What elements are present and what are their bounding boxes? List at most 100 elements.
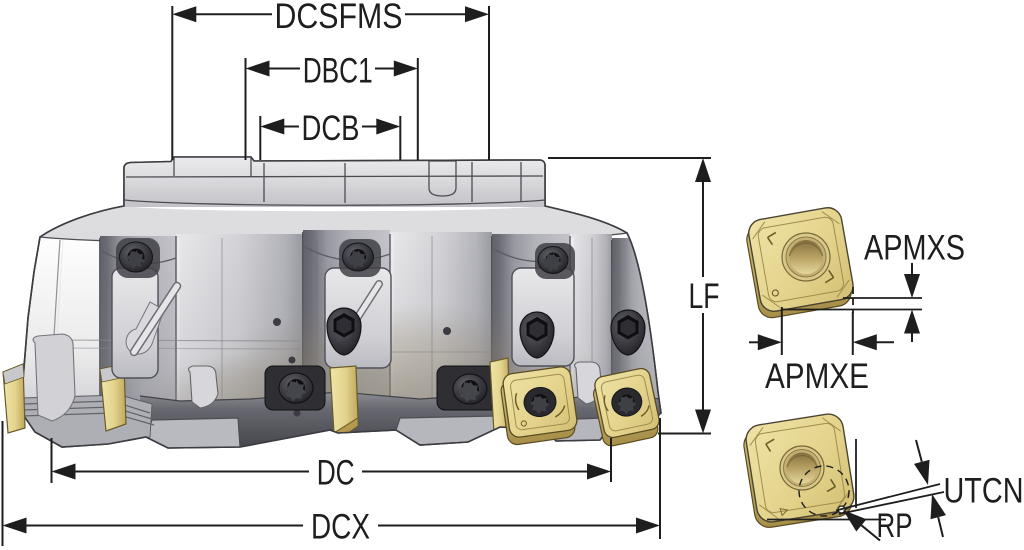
detail-line bbox=[758, 504, 778, 519]
detail-path bbox=[348, 250, 367, 269]
detail-polygon bbox=[914, 459, 930, 485]
detail-line bbox=[838, 491, 945, 515]
detail-path bbox=[543, 253, 562, 272]
detail-path bbox=[530, 395, 550, 415]
body-hole-4 bbox=[293, 409, 301, 417]
dim-rp: RP bbox=[843, 507, 913, 545]
detail-polygon bbox=[904, 309, 920, 334]
station-3 bbox=[511, 243, 575, 367]
detail-polygon bbox=[465, 6, 489, 23]
detail-line bbox=[915, 439, 923, 463]
body-hole-2 bbox=[443, 327, 451, 335]
detail-polygon bbox=[376, 118, 401, 135]
detail-path bbox=[617, 395, 637, 415]
detail-line bbox=[836, 279, 850, 298]
detail-path bbox=[786, 454, 818, 468]
hex-screw-2 bbox=[519, 311, 555, 359]
detail-polygon bbox=[904, 274, 920, 298]
tooth-left bbox=[32, 333, 76, 422]
insert-side-center bbox=[329, 365, 359, 441]
insert-front-b bbox=[592, 367, 660, 447]
detail-polygon bbox=[245, 60, 270, 77]
tooth-nub-1 bbox=[188, 365, 219, 409]
detail-path bbox=[125, 175, 544, 178]
detail-line bbox=[131, 283, 180, 355]
detail-line bbox=[749, 426, 764, 446]
body-hole-1 bbox=[273, 318, 281, 326]
dim-label-lf: LF bbox=[689, 277, 720, 316]
dim-apmxe: APMXE bbox=[749, 307, 894, 396]
detail-path bbox=[126, 250, 145, 269]
detail-polygon bbox=[843, 510, 867, 532]
detail-polygon bbox=[757, 334, 782, 351]
detail-path bbox=[554, 405, 566, 418]
dim-label-dbc1: DBC1 bbox=[303, 51, 373, 90]
rod-pin-1 bbox=[129, 281, 182, 357]
detail-polygon bbox=[260, 118, 285, 135]
detail-line bbox=[821, 211, 840, 225]
chip-mark-3 bbox=[765, 438, 775, 452]
detail-polygon bbox=[2, 517, 27, 534]
detail-polygon bbox=[930, 494, 946, 520]
clamp-1 bbox=[264, 365, 326, 411]
detail-polygon bbox=[393, 60, 418, 77]
detail-panel bbox=[754, 422, 846, 514]
dim-label-apmxs: APMXS bbox=[864, 229, 965, 268]
insert-front-a bbox=[500, 366, 578, 446]
hub-drive-slot bbox=[428, 160, 457, 197]
dim-label-utcn: UTCN bbox=[944, 472, 1024, 511]
detail-line bbox=[822, 417, 842, 432]
detail-path bbox=[514, 392, 520, 411]
detail-polygon bbox=[636, 517, 660, 534]
detail-polygon bbox=[2, 363, 25, 385]
detail-path bbox=[826, 478, 837, 493]
chip-mark-2 bbox=[824, 269, 835, 284]
dim-apmxs: APMXS bbox=[782, 229, 965, 342]
detail-path bbox=[766, 231, 777, 246]
chip-mark-4 bbox=[826, 478, 837, 493]
detail-path bbox=[788, 242, 824, 257]
detail-path bbox=[458, 381, 481, 403]
dim-lf: LF bbox=[548, 157, 720, 435]
torx-screw-1 bbox=[116, 238, 160, 278]
detail-panel bbox=[120, 157, 548, 207]
dim-label-dcsfms: DCSFMS bbox=[275, 0, 403, 36]
detail-path bbox=[284, 380, 307, 402]
insert-hole-1 bbox=[781, 232, 831, 282]
station-2 bbox=[324, 239, 392, 441]
detail-line bbox=[860, 524, 881, 542]
cutter-body bbox=[2, 156, 662, 449]
chip-mark-1 bbox=[766, 231, 777, 246]
detail-line bbox=[836, 490, 851, 510]
torx-screw-3 bbox=[535, 243, 575, 279]
detail-line bbox=[937, 516, 944, 538]
insert-hole-2 bbox=[779, 445, 825, 491]
dim-dc: DC bbox=[50, 438, 612, 493]
dim-label-apmxe: APMXE bbox=[765, 357, 869, 396]
dim-label-dc: DC bbox=[317, 454, 355, 493]
detail-circle bbox=[789, 240, 823, 274]
detail-path bbox=[640, 405, 650, 417]
detail-line bbox=[762, 294, 781, 308]
dim-dcsfms: DCSFMS bbox=[171, 0, 490, 160]
insert-side-far-left bbox=[2, 363, 26, 434]
detail-path bbox=[336, 317, 352, 334]
insert-detail-side-view bbox=[743, 413, 855, 528]
detail-polygon bbox=[51, 463, 76, 480]
body-hole-3 bbox=[288, 356, 296, 364]
detail-circle bbox=[786, 452, 818, 484]
group bbox=[22, 157, 661, 448]
torx-screw-2 bbox=[339, 239, 381, 277]
hub bbox=[120, 157, 548, 207]
detail-circle bbox=[771, 289, 779, 297]
detail-polygon bbox=[695, 409, 711, 434]
insert-detail-top-view bbox=[746, 207, 854, 319]
dim-dcx: DCX bbox=[1, 418, 661, 547]
dim-label-dcb: DCB bbox=[302, 109, 360, 148]
detail-path bbox=[620, 319, 636, 336]
detail-panel bbox=[510, 373, 570, 431]
detail-path bbox=[765, 438, 775, 452]
